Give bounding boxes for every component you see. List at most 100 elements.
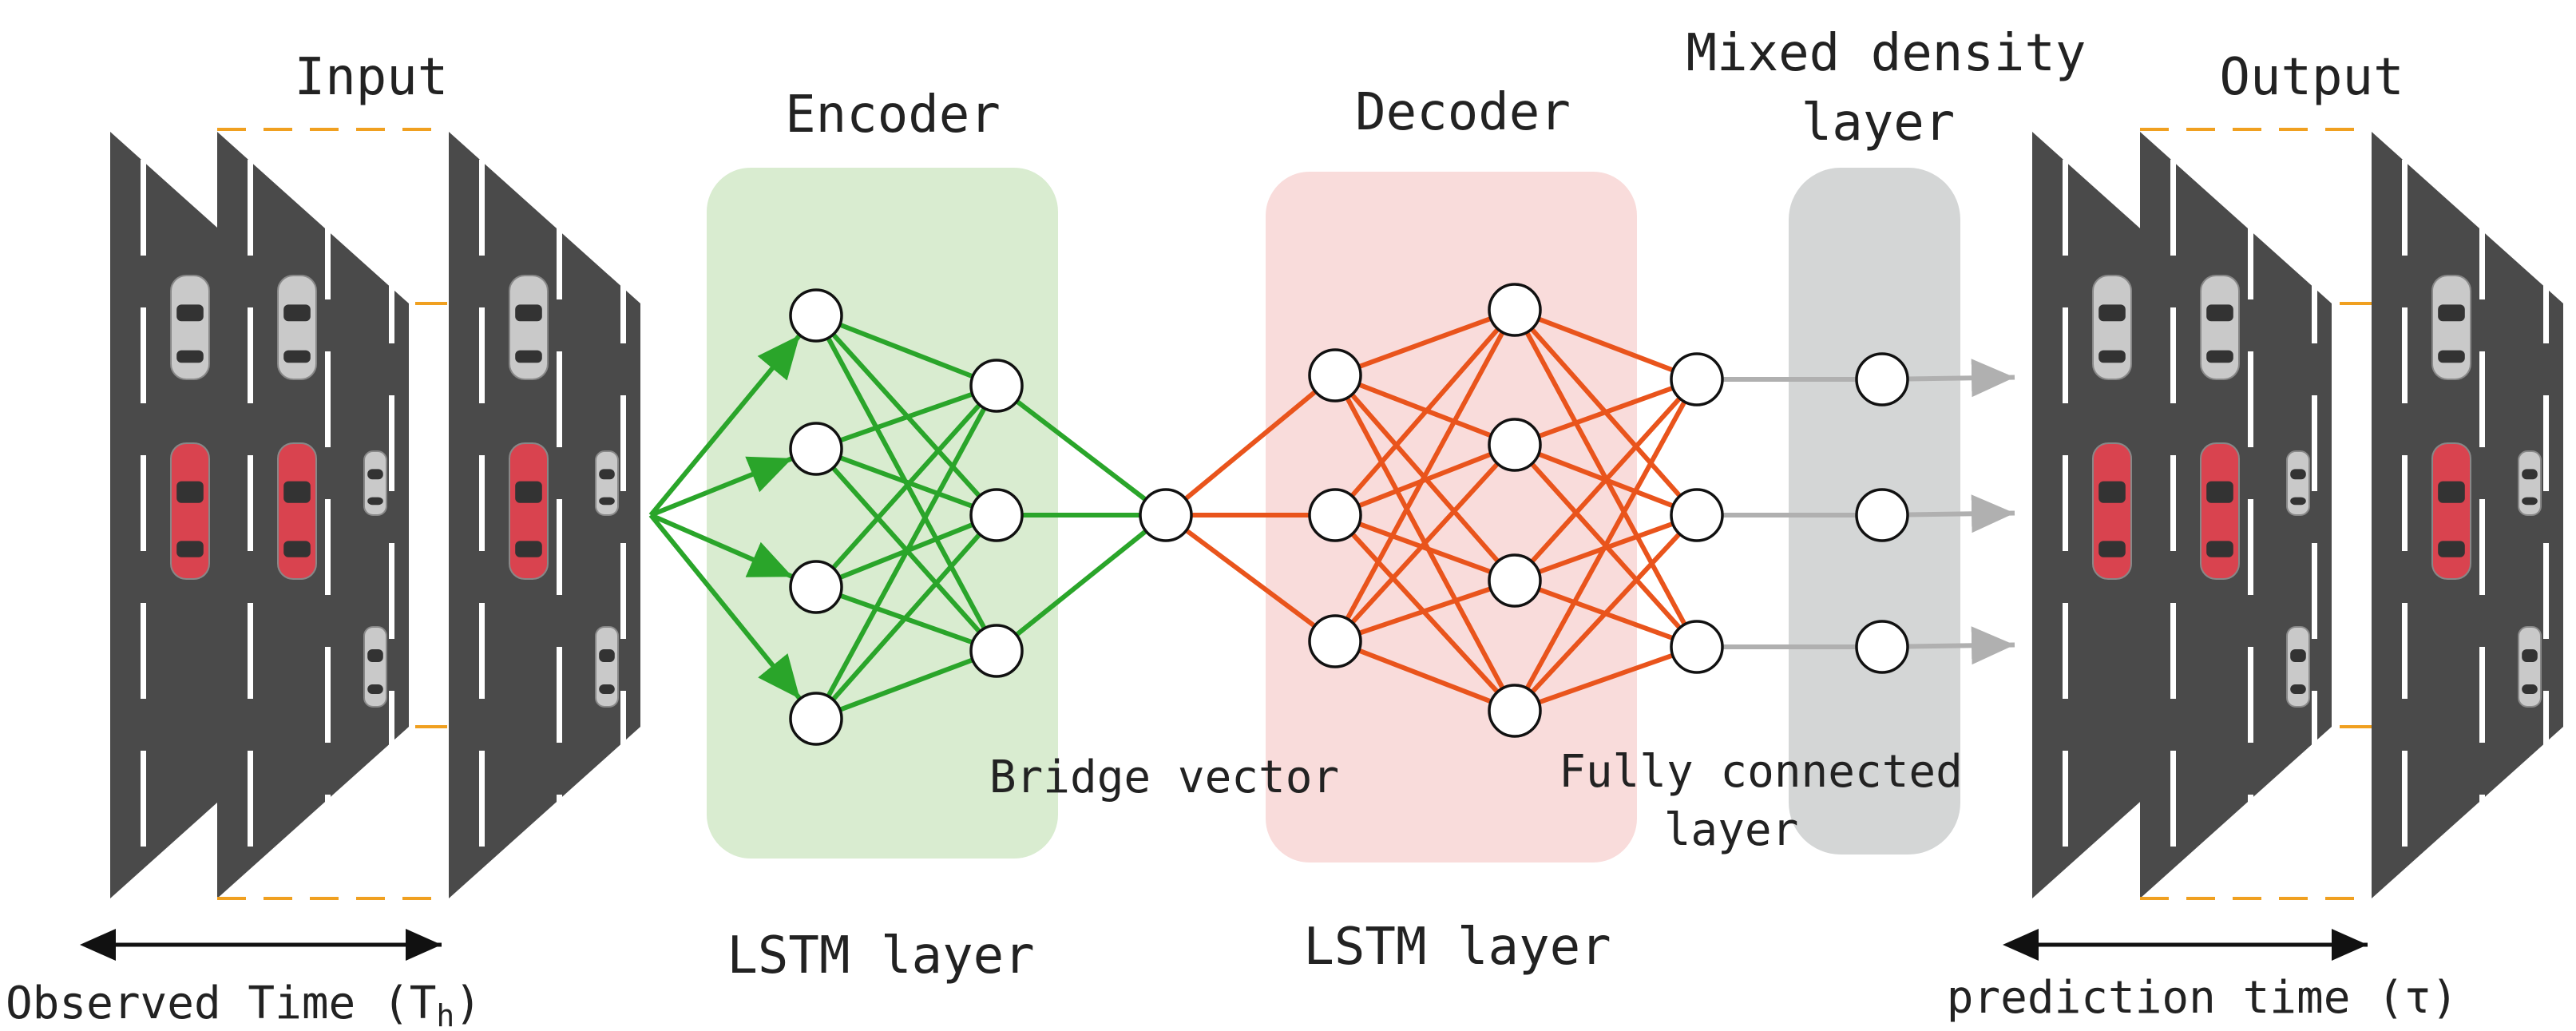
lane-marking [325,204,331,299]
lane-marking [2479,204,2485,299]
lane-marking [620,248,626,343]
lane-marking [2543,395,2549,491]
lane-marking [2402,751,2408,847]
road-scene-frame [2372,132,2563,898]
decoder-node [1488,418,1542,472]
encoder-edge [826,406,987,698]
lane-marking [389,395,394,491]
lane-marking [557,795,562,890]
decoder-edge [1345,331,1505,621]
mixed-density-label-line2: layer [1801,93,1956,153]
network-edges [648,316,2015,712]
ego-car [2092,442,2132,580]
other-car [595,450,619,516]
ego-car [509,442,549,580]
lane-marking [557,204,562,299]
other-car [363,450,387,516]
decoder-bridge-edge [1183,390,1318,501]
other-car [170,275,210,380]
decoder-lstm-label: LSTM layer [1303,918,1611,977]
lane-marking [479,160,485,256]
lane-marking [479,603,485,699]
lane-marking [325,795,331,890]
output-edge [1907,359,2015,398]
encoder-input-edge [649,513,794,579]
other-car [2431,275,2471,380]
lane-marking [2170,603,2176,699]
lane-marking [2402,307,2408,403]
encoder-edge [838,322,974,379]
lane-marking [2248,499,2253,595]
decoder-edge [1358,586,1492,636]
decoder-edge [1537,316,1674,373]
fully-connected-label-line1: Fully connected [1559,746,1963,798]
lane-marking [2402,455,2408,551]
lane-marking [2479,795,2485,890]
encoder-bridge-edge [1015,529,1147,637]
lane-marking [141,603,146,699]
output-frames [2032,128,2563,900]
encoder-edge [839,455,973,509]
lane-marking [248,751,253,847]
lane-marking [2312,691,2317,787]
lane-marking [2170,455,2176,551]
decoder-edge [1538,652,1674,705]
lane-marking [141,160,146,256]
decoder-edge [1538,386,1674,438]
lane-marking [248,455,253,551]
lane-marking [141,751,146,847]
lane-marking [2402,603,2408,699]
other-car [363,626,387,708]
decoder-edge [1530,396,1682,564]
decoder-node [1488,553,1542,608]
lane-marking [2479,499,2485,595]
network-nodes [789,283,1909,746]
lane-marking [389,691,394,787]
output-edge [1907,494,2015,533]
lane-marking [325,351,331,447]
lane-marking [248,603,253,699]
lane-marking [2479,351,2485,447]
other-car [2518,626,2542,708]
fully-connected-label-line2: layer [1664,804,1799,856]
lane-marking [2063,751,2068,847]
fully-connected-node [1670,352,1724,406]
mixed-density-label-line1: Mixed density [1686,24,2087,83]
lane-marking [2479,647,2485,743]
lane-marking [2248,351,2253,447]
lane-marking [479,751,485,847]
input-frames [110,128,640,900]
lane-marking [2170,751,2176,847]
encoder-edge [838,657,974,712]
lane-marking [2312,248,2317,343]
decoder-edge [1358,521,1492,574]
road-scene-frame [217,132,409,898]
ego-car [277,442,317,580]
output-label: Output [2219,48,2404,107]
lane-marking [2248,647,2253,743]
lane-marking [2312,543,2317,639]
decoder-node [1488,684,1542,738]
other-car [2286,626,2310,708]
lane-marking [479,307,485,403]
decoder-node [1488,283,1542,337]
other-car [2200,275,2240,380]
lane-marking [2402,160,2408,256]
other-car [2518,450,2542,516]
lane-marking [325,499,331,595]
lane-marking [479,455,485,551]
output-edge [1907,626,2015,665]
decoder-bridge-edge [1184,528,1317,629]
decoder-node [1308,348,1362,402]
encoder-node [969,624,1024,678]
ego-car [2200,442,2240,580]
fully-connected-node [1670,488,1724,542]
lane-marking [2543,543,2549,639]
encoder-node [789,560,843,614]
encoder-node [969,488,1024,542]
decoder-edge [1357,648,1492,704]
bridge-vector-node [1139,488,1193,542]
decoder-node [1308,488,1362,542]
mixed-density-node [1855,352,1909,406]
